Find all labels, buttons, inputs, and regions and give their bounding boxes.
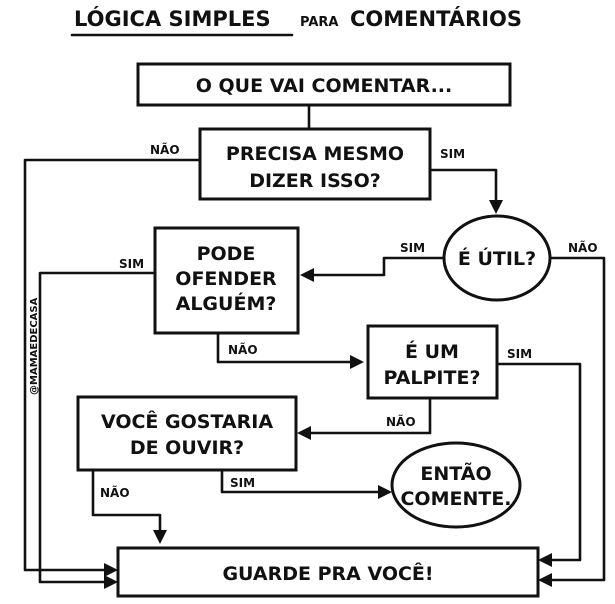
palpite-nao-line <box>303 396 432 435</box>
guarde-text: GUARDE PRA VOCÊ! <box>222 562 433 585</box>
guarde-box <box>116 546 540 598</box>
pode-line-2: OFENDER <box>175 268 277 290</box>
util-nao-line <box>544 256 606 582</box>
title-part-3: COMENTÁRIOS <box>350 6 522 31</box>
precisa-box <box>198 127 432 201</box>
palpite-line-2: PALPITE? <box>384 367 481 389</box>
node-precisa: PRECISA MESMO DIZER ISSO? <box>198 127 432 201</box>
comente-line-1: ENTÃO <box>420 461 491 485</box>
pode-box <box>153 226 300 335</box>
node-start: O QUE VAI COMENTAR... <box>136 62 512 107</box>
label-gostaria-sim: SIM <box>230 476 255 490</box>
gostaria-nao-line <box>91 468 162 538</box>
title-part-1: LÓGICA SIMPLES <box>74 6 271 31</box>
arrowhead-to-palpite <box>350 355 364 369</box>
arrowhead-palpite-to-guarde <box>538 553 552 567</box>
precisa-line-2: DIZER ISSO? <box>249 170 381 192</box>
palpite-sim-line <box>495 362 582 562</box>
arrowhead-pode-to-guarde <box>104 575 118 589</box>
gostaria-sim-line <box>220 468 386 494</box>
watermark: @MAMAEDECASA <box>29 297 40 395</box>
pode-nao-line <box>216 331 357 364</box>
arrowhead-util-to-guarde <box>538 573 552 587</box>
arrowhead-to-util <box>489 200 503 214</box>
start-box <box>136 62 512 107</box>
util-text: É ÚTIL? <box>458 246 536 270</box>
label-util-nao: NÃO <box>568 240 598 255</box>
connectors <box>23 103 606 584</box>
label-palpite-sim: SIM <box>507 347 532 361</box>
label-pode-nao: NÃO <box>228 342 258 357</box>
arrowheads <box>104 200 552 589</box>
label-gostaria-nao: NÃO <box>100 485 130 500</box>
arrowhead-precisa-to-guarde <box>104 563 118 577</box>
label-util-sim: SIM <box>400 241 425 255</box>
precisa-sim-line <box>428 168 498 208</box>
arrowhead-to-comente <box>378 485 392 499</box>
title-part-2: PARA <box>300 15 338 30</box>
util-sim-line <box>304 256 446 277</box>
pode-line-3: ALGUÉM? <box>176 292 277 315</box>
node-guarde: GUARDE PRA VOCÊ! <box>116 546 540 598</box>
label-precisa-sim: SIM <box>440 147 465 161</box>
node-pode: PODE OFENDER ALGUÉM? <box>153 226 300 335</box>
start-text: O QUE VAI COMENTAR... <box>196 75 452 97</box>
node-palpite: É UM PALPITE? <box>366 324 499 400</box>
edge-labels: NÃO SIM SIM NÃO SIM NÃO SIM NÃO SIM NÃO <box>100 142 598 500</box>
gostaria-line-1: VOCÊ GOSTARIA <box>101 410 273 433</box>
title: LÓGICA SIMPLES PARA COMENTÁRIOS <box>70 6 522 37</box>
pode-line-1: PODE <box>197 243 256 265</box>
util-ellipse <box>442 214 552 302</box>
node-gostaria: VOCÊ GOSTARIA DE OUVIR? <box>76 395 298 472</box>
comente-ellipse <box>390 441 522 529</box>
label-pode-sim: SIM <box>119 257 144 271</box>
node-util: É ÚTIL? <box>442 214 552 302</box>
gostaria-box <box>76 395 298 472</box>
arrowhead-to-pode <box>300 268 314 282</box>
precisa-line-1: PRECISA MESMO <box>226 143 404 165</box>
arrowhead-gostaria-to-guarde <box>153 530 167 544</box>
label-precisa-nao: NÃO <box>150 142 180 157</box>
palpite-box <box>366 324 499 400</box>
comente-line-2: COMENTE. <box>400 488 511 510</box>
label-palpite-nao: NÃO <box>386 414 416 429</box>
node-comente: ENTÃO COMENTE. <box>390 441 522 529</box>
palpite-line-1: É UM <box>405 340 459 363</box>
precisa-nao-line <box>23 158 202 572</box>
arrowhead-to-gostaria <box>297 426 311 440</box>
pode-sim-line <box>38 271 157 584</box>
gostaria-line-2: DE OUVIR? <box>130 437 244 459</box>
